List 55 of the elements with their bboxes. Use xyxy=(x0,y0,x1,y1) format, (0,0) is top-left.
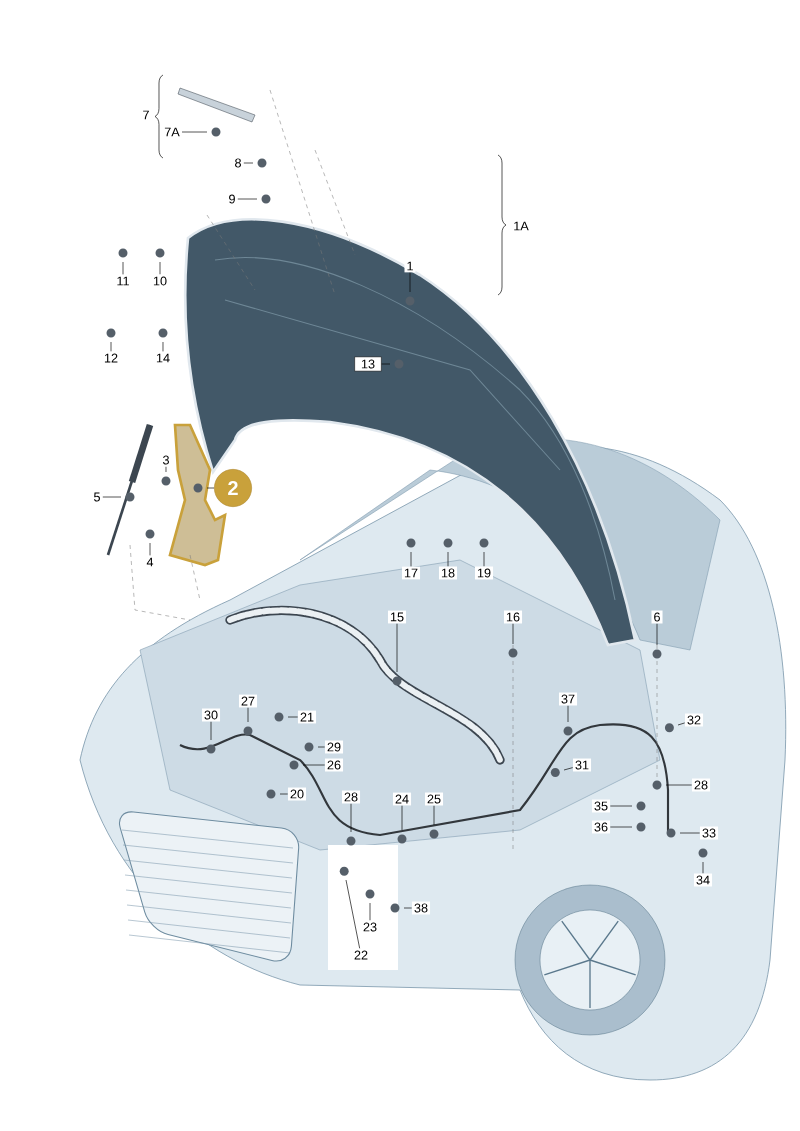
leader-line xyxy=(345,879,360,949)
leader-line xyxy=(162,341,164,352)
callout-number: 14 xyxy=(153,351,173,365)
leader-line xyxy=(563,767,574,771)
leader-line xyxy=(369,902,371,921)
callout-number: 1 xyxy=(404,259,416,273)
callout-number: 11 xyxy=(114,274,132,288)
leader-line xyxy=(409,272,411,293)
callout-number: 5 xyxy=(91,490,103,504)
callout-number: 4 xyxy=(144,555,156,569)
leader-line xyxy=(483,551,485,567)
callout-number: 1A xyxy=(511,219,531,233)
leader-line xyxy=(410,551,412,567)
callout-number: 7 xyxy=(140,108,152,122)
leader-line xyxy=(679,832,701,834)
callout-number: 8 xyxy=(232,156,244,170)
leader-line xyxy=(165,466,167,473)
leader-line xyxy=(396,623,398,673)
leader-line xyxy=(210,721,212,741)
callout-number: 12 xyxy=(101,351,121,365)
leader-line xyxy=(403,907,413,909)
leader-line xyxy=(247,707,249,723)
leader-line xyxy=(317,746,326,748)
callout-number: 7A xyxy=(162,125,182,139)
leader-line xyxy=(381,363,391,365)
leader-line xyxy=(567,705,569,723)
leader-line xyxy=(656,623,658,646)
leader-line xyxy=(609,805,633,807)
leader-line xyxy=(287,716,299,718)
callout-number: 9 xyxy=(226,192,238,206)
callout-number: 10 xyxy=(150,274,170,288)
leader-line xyxy=(110,341,112,352)
leader-line xyxy=(302,764,326,766)
callout-number: 3 xyxy=(160,453,172,467)
leader-line xyxy=(350,803,352,833)
leader-line xyxy=(102,496,122,498)
leader-line xyxy=(122,261,124,275)
leader-line xyxy=(401,805,403,831)
leader-line xyxy=(433,805,435,826)
leader-line xyxy=(702,861,704,874)
leader-line xyxy=(609,826,633,828)
leader-line xyxy=(206,487,215,489)
leader-line xyxy=(243,162,254,164)
callout-box: 13 xyxy=(354,356,382,372)
leader-line xyxy=(159,261,161,275)
leader-line xyxy=(665,784,693,786)
leader-line xyxy=(149,542,151,556)
callout-badge: 2 xyxy=(214,469,252,507)
leader-line xyxy=(181,131,208,133)
leader-line xyxy=(447,551,449,567)
leader-line xyxy=(512,623,514,645)
leader-line xyxy=(677,722,686,726)
leader-line xyxy=(237,198,258,200)
leader-line xyxy=(279,793,289,795)
callout-number: 6 xyxy=(651,610,663,624)
